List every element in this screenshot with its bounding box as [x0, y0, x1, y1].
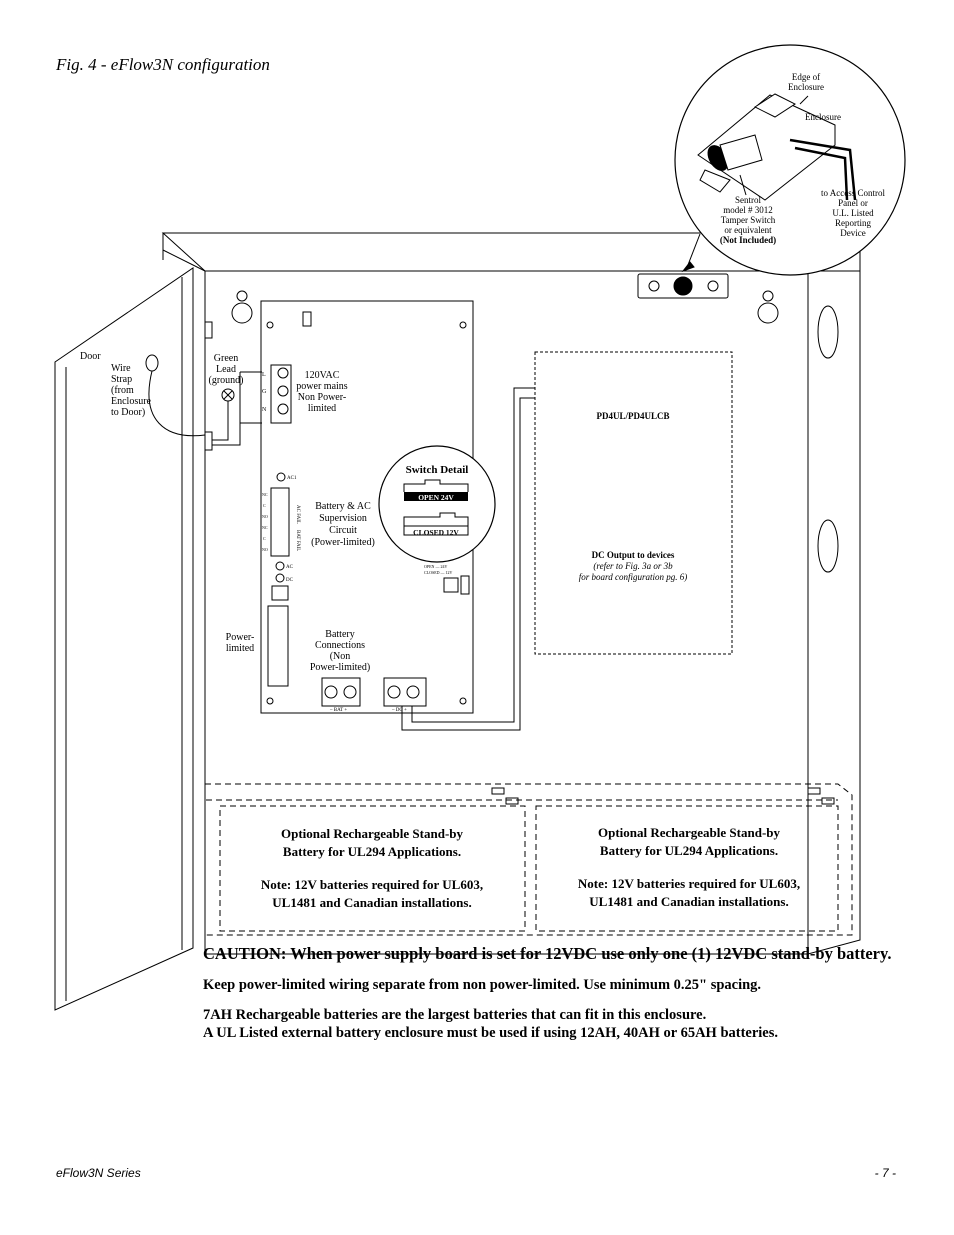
- battery-right-line-1: Optional Rechargeable Stand-by: [598, 825, 781, 840]
- green-lead-label-3: (ground): [209, 375, 244, 386]
- relay-no-1: NO: [262, 514, 268, 519]
- door: [54, 267, 213, 1011]
- battery-right-line-2: Battery for UL294 Applications.: [600, 843, 778, 858]
- edge-enclosure-label-1: Edge of: [792, 72, 820, 82]
- tamper-detail: Edge of Enclosure Enclosure Sentrol mode…: [674, 44, 906, 276]
- footer-page-number: - 7 -: [874, 1166, 896, 1180]
- tamper-switch-mount: [637, 233, 729, 299]
- wire-strap-label-5: to Door): [111, 407, 145, 418]
- switch-legend-open: OPEN — 24V: [424, 564, 447, 569]
- footer-series: eFlow3N Series: [56, 1166, 141, 1180]
- supervision-label-2: Supervision: [319, 513, 367, 524]
- supervision-label-1: Battery & AC: [315, 501, 371, 512]
- side-knockouts: [817, 305, 839, 573]
- terminal-g: G: [262, 389, 267, 395]
- ac-fail-label: AC FAIL: [295, 505, 300, 524]
- battery-right-line-3: Note: 12V batteries required for UL603,: [578, 876, 800, 891]
- battery-left-line-3: Note: 12V batteries required for UL603,: [261, 877, 483, 892]
- bat-terminal-label: – BAT +: [329, 708, 347, 713]
- bat-fail-label: BAT FAIL: [295, 530, 300, 551]
- tamper-label-1: Sentrol: [735, 195, 761, 205]
- dc-label: DC: [286, 578, 294, 583]
- battery-right-line-4: UL1481 and Canadian installations.: [589, 894, 788, 909]
- mains-label-2: power mains: [296, 381, 347, 392]
- caution-note: CAUTION: When power supply board is set …: [203, 944, 892, 963]
- tamper-label-3: Tamper Switch: [721, 215, 776, 225]
- battery-conn-label-2: Connections: [315, 640, 365, 651]
- tamper-label-2: model # 3012: [723, 205, 773, 215]
- keyhole-slots: [231, 290, 779, 324]
- dc-output-wiring: [401, 387, 540, 731]
- pd4-output-label: DC Output to devices: [592, 550, 675, 560]
- tamper-label-5: (Not Included): [720, 235, 776, 245]
- power-limited-label-2: limited: [226, 643, 254, 654]
- door-label: Door: [80, 351, 101, 362]
- access-label-1: to Access Control: [821, 188, 885, 198]
- wire-strap-label-3: (from: [111, 385, 134, 396]
- access-label-5: Device: [840, 228, 865, 238]
- battery-area: [204, 783, 853, 936]
- terminal-n: N: [262, 407, 267, 413]
- enclosure-label: Enclosure: [805, 112, 841, 122]
- relay-nc-1: NC: [262, 492, 268, 497]
- figure-title: Fig. 4 - eFlow3N configuration: [56, 55, 270, 74]
- relay-no-2: NO: [262, 547, 268, 552]
- pd4-model-label: PD4UL/PD4ULCB: [596, 411, 669, 421]
- ground-wiring: [212, 371, 262, 446]
- terminal-l: L: [262, 372, 266, 378]
- relay-c-1: C: [263, 503, 266, 508]
- battery-left-line-2: Battery for UL294 Applications.: [283, 844, 461, 859]
- access-label-3: U.L. Listed: [832, 208, 874, 218]
- supervision-label-3: Circuit: [329, 525, 357, 536]
- ac-label: AC: [286, 565, 294, 570]
- board-terminal-labels: L G N AC1 NC C NO NC C NO AC FAIL BAT FA…: [262, 372, 453, 713]
- tamper-label-4: or equivalent: [724, 225, 772, 235]
- access-label-2: Panel or: [838, 198, 868, 208]
- dc-terminal-label: – DC +: [391, 708, 407, 713]
- pd4-module: PD4UL/PD4ULCB DC Output to devices (refe…: [534, 351, 733, 655]
- access-label-4: Reporting: [835, 218, 871, 228]
- battery-conn-label-3: (Non: [330, 651, 351, 662]
- battery-left-line-4: UL1481 and Canadian installations.: [272, 895, 471, 910]
- wire-strap-label-4: Enclosure: [111, 396, 152, 407]
- pd4-ref-line-2: for board configuration pg. 6): [579, 572, 687, 582]
- mains-label-4: limited: [308, 403, 336, 414]
- relay-c-2: C: [263, 536, 266, 541]
- edge-enclosure-label-2: Enclosure: [788, 82, 824, 92]
- pd4-ref-line-1: (refer to Fig. 3a or 3b: [593, 561, 673, 571]
- battery-right-text: Optional Rechargeable Stand-by Battery f…: [578, 825, 800, 909]
- green-lead-label-1: Green: [214, 353, 238, 364]
- switch-closed-label: CLOSED 12V: [413, 528, 459, 537]
- wire-strap-label-2: Strap: [111, 374, 132, 385]
- callout-labels: Door Wire Strap (from Enclosure to Door)…: [80, 351, 375, 673]
- power-limited-label-1: Power-: [226, 632, 255, 643]
- switch-open-label: OPEN 24V: [418, 493, 454, 502]
- battery-conn-label-4: Power-limited): [310, 662, 370, 673]
- switch-detail-title: Switch Detail: [406, 464, 469, 476]
- switch-detail: Switch Detail OPEN 24V CLOSED 12V: [378, 445, 496, 563]
- mains-label-1: 120VAC: [305, 370, 340, 381]
- battery-size-note-2: A UL Listed external battery enclosure m…: [203, 1025, 779, 1041]
- battery-conn-label-1: Battery: [325, 629, 354, 640]
- enclosure-box: [161, 232, 861, 955]
- ac1-label: AC1: [287, 476, 297, 481]
- wire-strap-label-1: Wire: [111, 363, 131, 374]
- supervision-label-4: (Power-limited): [311, 537, 375, 548]
- relay-nc-2: NC: [262, 525, 268, 530]
- switch-legend-closed: CLOSED — 12V: [424, 570, 453, 575]
- green-lead-label-2: Lead: [216, 364, 236, 375]
- battery-left-text: Optional Rechargeable Stand-by Battery f…: [261, 826, 483, 910]
- mains-label-3: Non Power-: [298, 392, 346, 403]
- spacing-note: Keep power-limited wiring separate from …: [203, 977, 762, 993]
- battery-size-note-1: 7AH Rechargeable batteries are the large…: [203, 1007, 707, 1023]
- battery-left-line-1: Optional Rechargeable Stand-by: [281, 826, 464, 841]
